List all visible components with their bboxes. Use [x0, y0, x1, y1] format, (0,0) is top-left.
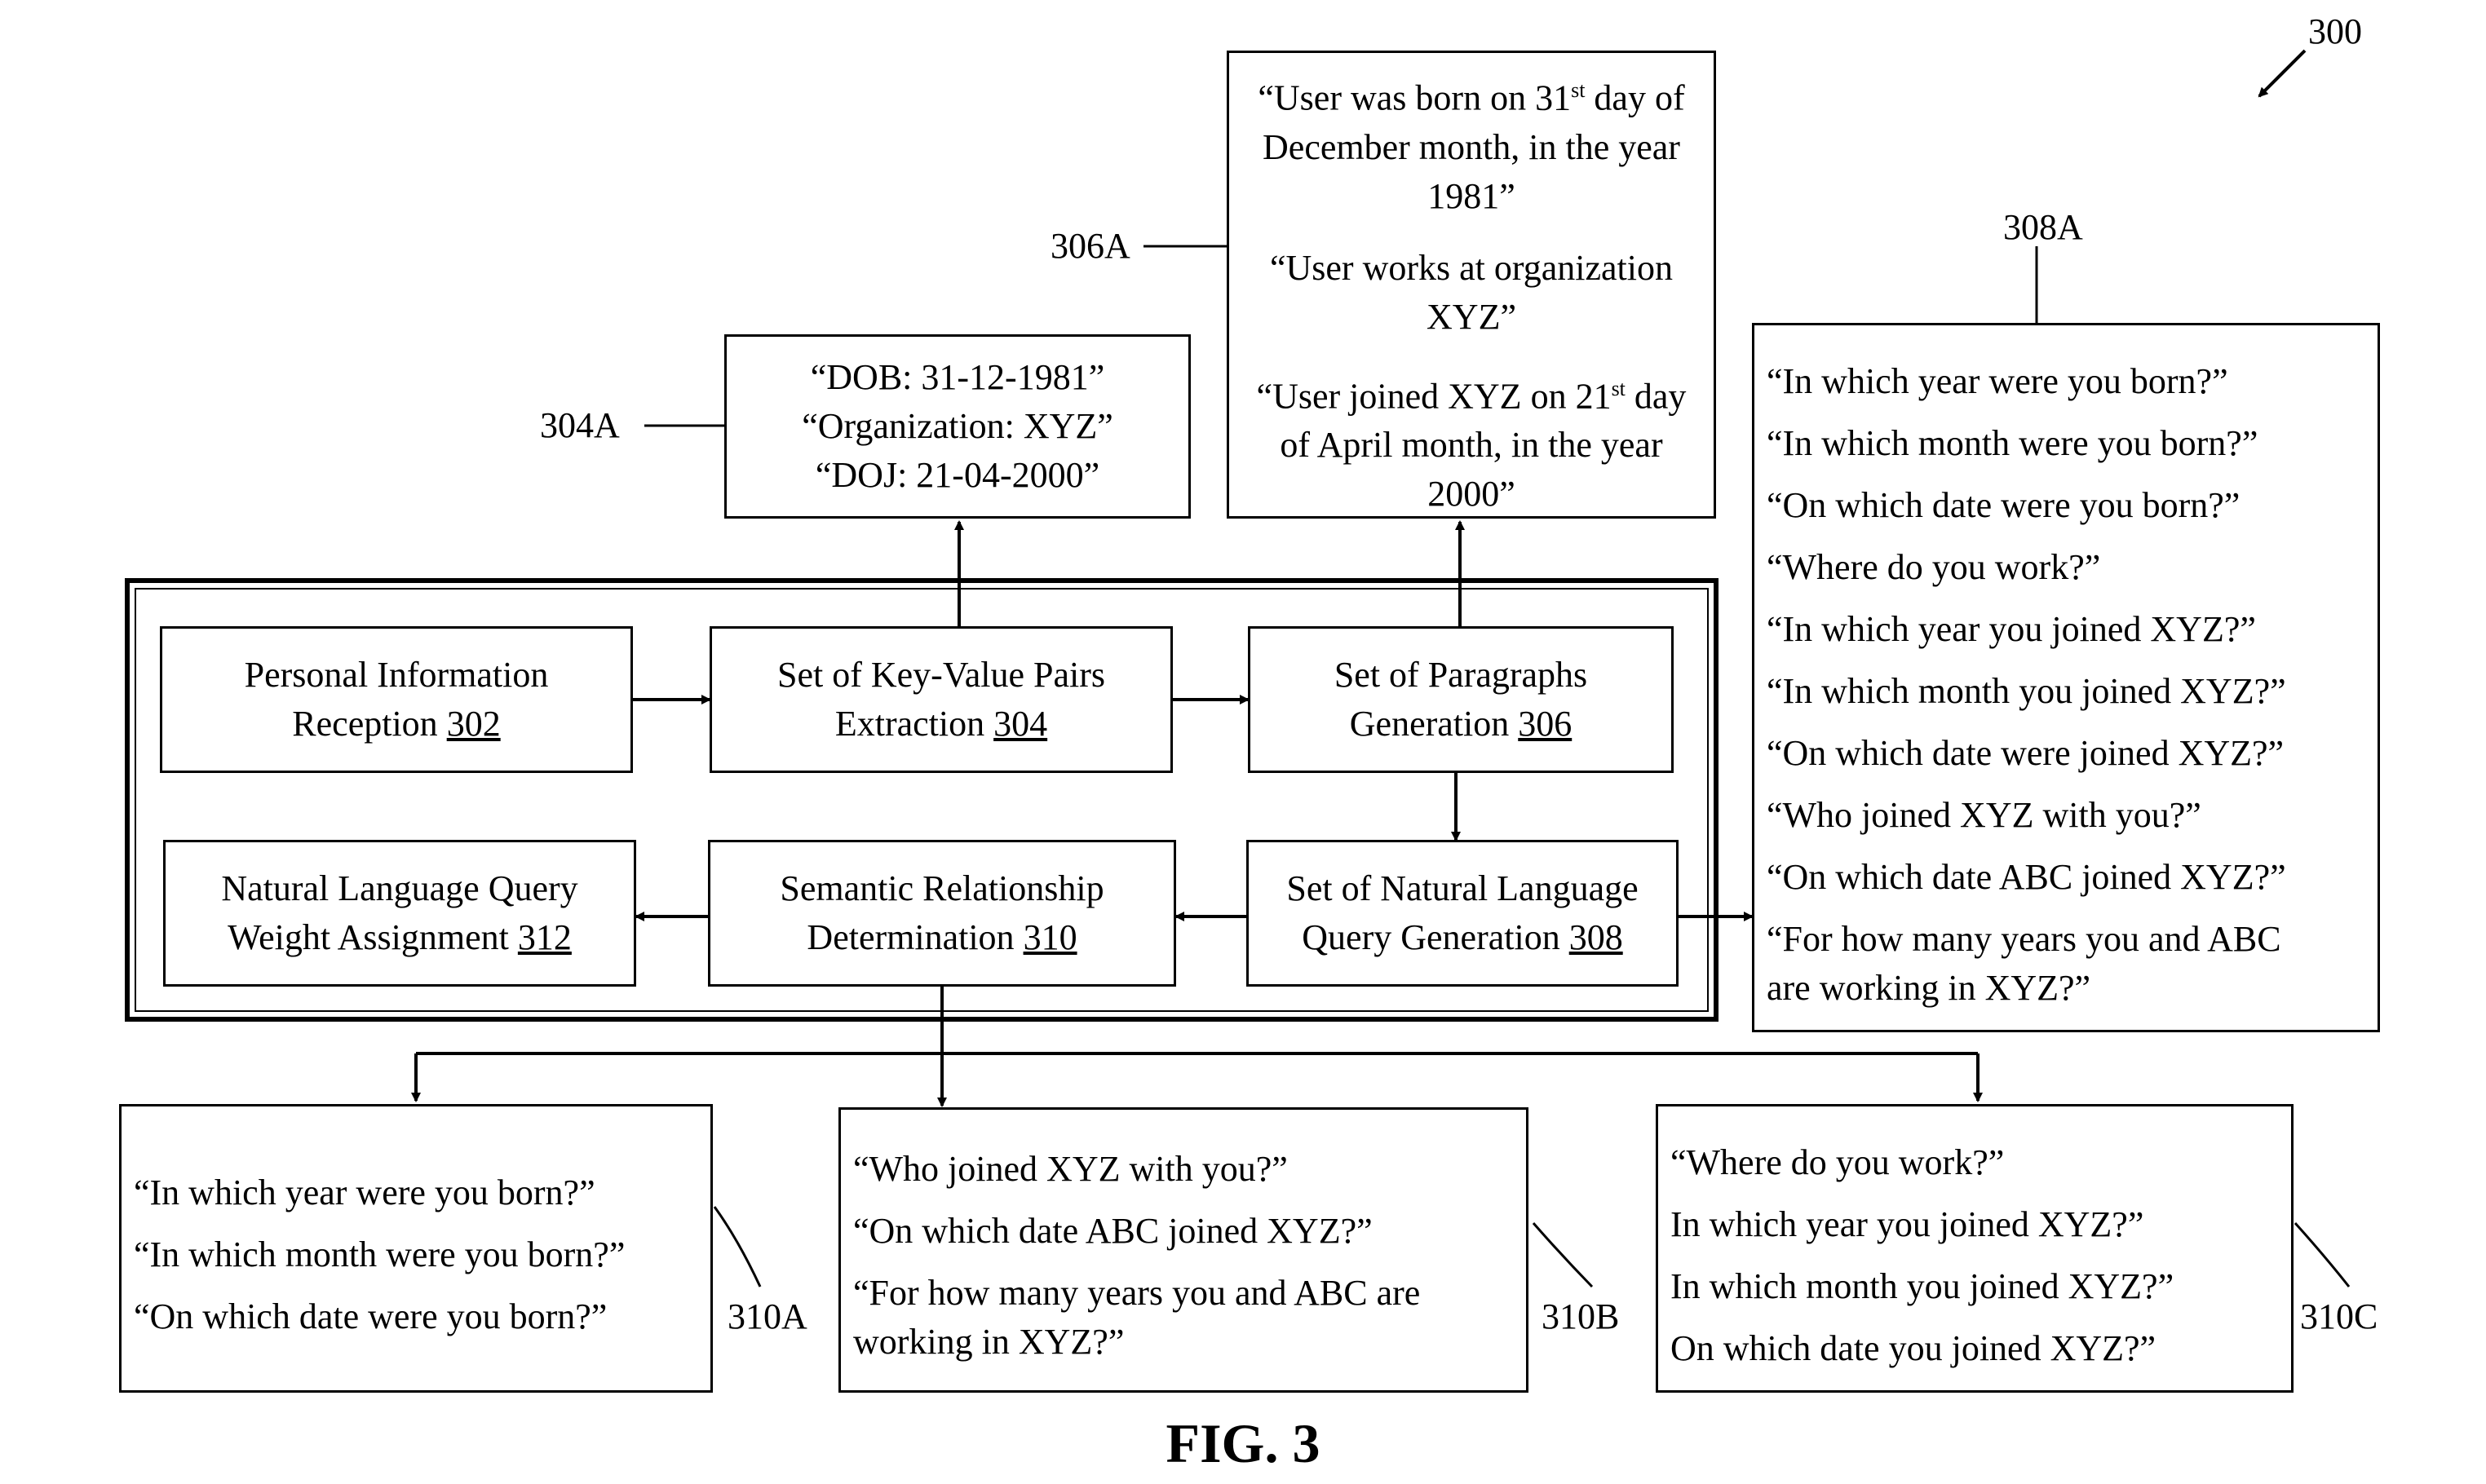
- paragraphs-generation-block: Set of Paragraphs Generation 306: [1248, 626, 1674, 773]
- label-306A: 306A: [1051, 226, 1130, 266]
- query-item: “Where do you work?”: [1670, 1142, 2005, 1182]
- query-set-list: “In which year were you born?” “In which…: [1767, 351, 2286, 1019]
- key-value-pairs-extraction-block: Set of Key-Value Pairs Extraction 304: [710, 626, 1173, 773]
- query-item: In which month you joined XYZ?”: [1670, 1266, 2174, 1306]
- query-item-continuation: are working in XYZ?”: [1767, 968, 2091, 1008]
- block-310-line1: Semantic Relationship: [780, 868, 1104, 908]
- label-308A: 308A: [2003, 207, 2083, 247]
- query-group-b-list: “Who joined XYZ with you?” “On which dat…: [853, 1138, 1420, 1373]
- label-310C: 310C: [2300, 1296, 2378, 1336]
- key-value-pairs-output-box: “DOB: 31-12-1981” “Organization: XYZ” “D…: [724, 334, 1191, 519]
- query-item: “In which year you joined XYZ?”: [1767, 609, 2256, 649]
- query-group-a-list: “In which year were you born?” “In which…: [134, 1162, 625, 1348]
- label-304A: 304A: [540, 405, 620, 445]
- block-302-line1: Personal Information: [244, 655, 549, 695]
- block-306-line2: Generation 306: [1349, 704, 1573, 744]
- leader-300: [2258, 49, 2307, 98]
- figure-caption: FIG. 3: [1166, 1412, 1320, 1474]
- query-item: “In which year were you born?”: [1767, 361, 2228, 401]
- query-group-c-list: “Where do you work?” In which year you j…: [1670, 1132, 2174, 1380]
- query-item: In which year you joined XYZ?”: [1670, 1204, 2144, 1244]
- block-312-ref: 312: [517, 917, 572, 957]
- query-item-continuation: working in XYZ?”: [853, 1322, 1125, 1362]
- paragraphs-output-box: “User was born on 31st day of December m…: [1227, 51, 1716, 519]
- query-group-a-box: [119, 1104, 713, 1393]
- query-group-c-box: [1656, 1104, 2294, 1393]
- natural-language-query-generation-block: Set of Natural Language Query Generation…: [1246, 840, 1679, 987]
- block-306-line1: Set of Paragraphs: [1334, 655, 1588, 695]
- query-item: “In which month you joined XYZ?”: [1767, 671, 2286, 711]
- query-item: “For how many years you and ABC: [1767, 919, 2281, 959]
- system-frame-inner: [135, 588, 1709, 1012]
- label-310B: 310B: [1542, 1296, 1620, 1336]
- leader-310B: [1532, 1222, 1594, 1288]
- block-304-line1: Set of Key-Value Pairs: [776, 655, 1105, 695]
- block-312-line1: Natural Language Query: [221, 868, 578, 908]
- query-item: “For how many years you and ABC are: [853, 1273, 1421, 1313]
- kv-pair-doj: “DOJ: 21-04-2000”: [815, 455, 1100, 495]
- block-306-ref: 306: [1518, 704, 1573, 744]
- block-302-line2: Reception 302: [292, 704, 501, 744]
- system-frame-outer: [125, 578, 1719, 1022]
- block-310-ref: 310: [1023, 917, 1077, 957]
- query-item: “In which year were you born?”: [134, 1173, 595, 1212]
- paragraph-birth: “User was born on 31st day of December m…: [1258, 77, 1685, 216]
- query-item: “On which date were you born?”: [134, 1296, 608, 1336]
- block-302-ref: 302: [446, 704, 501, 744]
- label-310A: 310A: [728, 1296, 807, 1336]
- query-item: “In which month were you born?”: [1767, 423, 2258, 463]
- query-item: “On which date were you born?”: [1767, 485, 2240, 525]
- query-item: “Who joined XYZ with you?”: [1767, 795, 2201, 835]
- semantic-relationship-determination-block: Semantic Relationship Determination 310: [708, 840, 1176, 987]
- query-item: “On which date ABC joined XYZ?”: [1767, 857, 2286, 897]
- block-304-line2: Extraction 304: [834, 704, 1048, 744]
- query-item: “On which date ABC joined XYZ?”: [853, 1211, 1373, 1251]
- figure-number-label: 300: [2308, 11, 2362, 51]
- leader-310A: [713, 1206, 762, 1287]
- block-308-ref: 308: [1568, 917, 1623, 957]
- kv-pair-dob: “DOB: 31-12-1981”: [810, 357, 1105, 397]
- query-item: “In which month were you born?”: [134, 1234, 626, 1274]
- block-312-line2: Weight Assignment 312: [228, 917, 572, 957]
- paragraph-joining: “User joined XYZ on 21st day of April mo…: [1256, 376, 1687, 515]
- kv-pair-organization: “Organization: XYZ”: [802, 406, 1113, 446]
- leader-310C: [2294, 1221, 2351, 1287]
- paragraph-organization: “User works at organization XYZ”: [1269, 247, 1674, 337]
- block-310-line2: Determination 310: [807, 917, 1077, 957]
- query-group-b-box: [838, 1107, 1528, 1393]
- query-set-output-box: [1752, 323, 2380, 1032]
- personal-information-reception-block: Personal Information Reception 302: [160, 626, 633, 773]
- block-308-line1: Set of Natural Language: [1286, 868, 1639, 908]
- block-308-line2: Query Generation 308: [1302, 917, 1623, 957]
- query-item: “Where do you work?”: [1767, 547, 2101, 587]
- query-weight-assignment-block: Natural Language Query Weight Assignment…: [163, 840, 636, 987]
- query-item: “On which date were joined XYZ?”: [1767, 733, 2285, 773]
- query-item: “Who joined XYZ with you?”: [853, 1149, 1288, 1189]
- block-304-ref: 304: [993, 704, 1048, 744]
- query-item: On which date you joined XYZ?”: [1670, 1328, 2156, 1368]
